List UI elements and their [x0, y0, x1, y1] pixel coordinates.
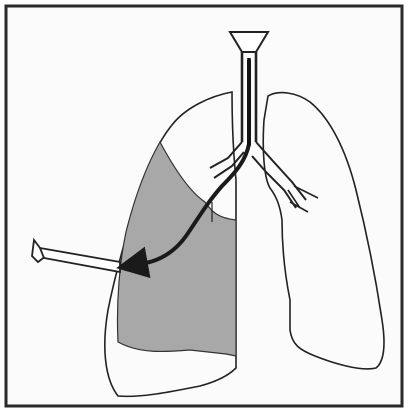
- lung-diagram: [0, 0, 408, 413]
- diagram-stage: [0, 0, 408, 413]
